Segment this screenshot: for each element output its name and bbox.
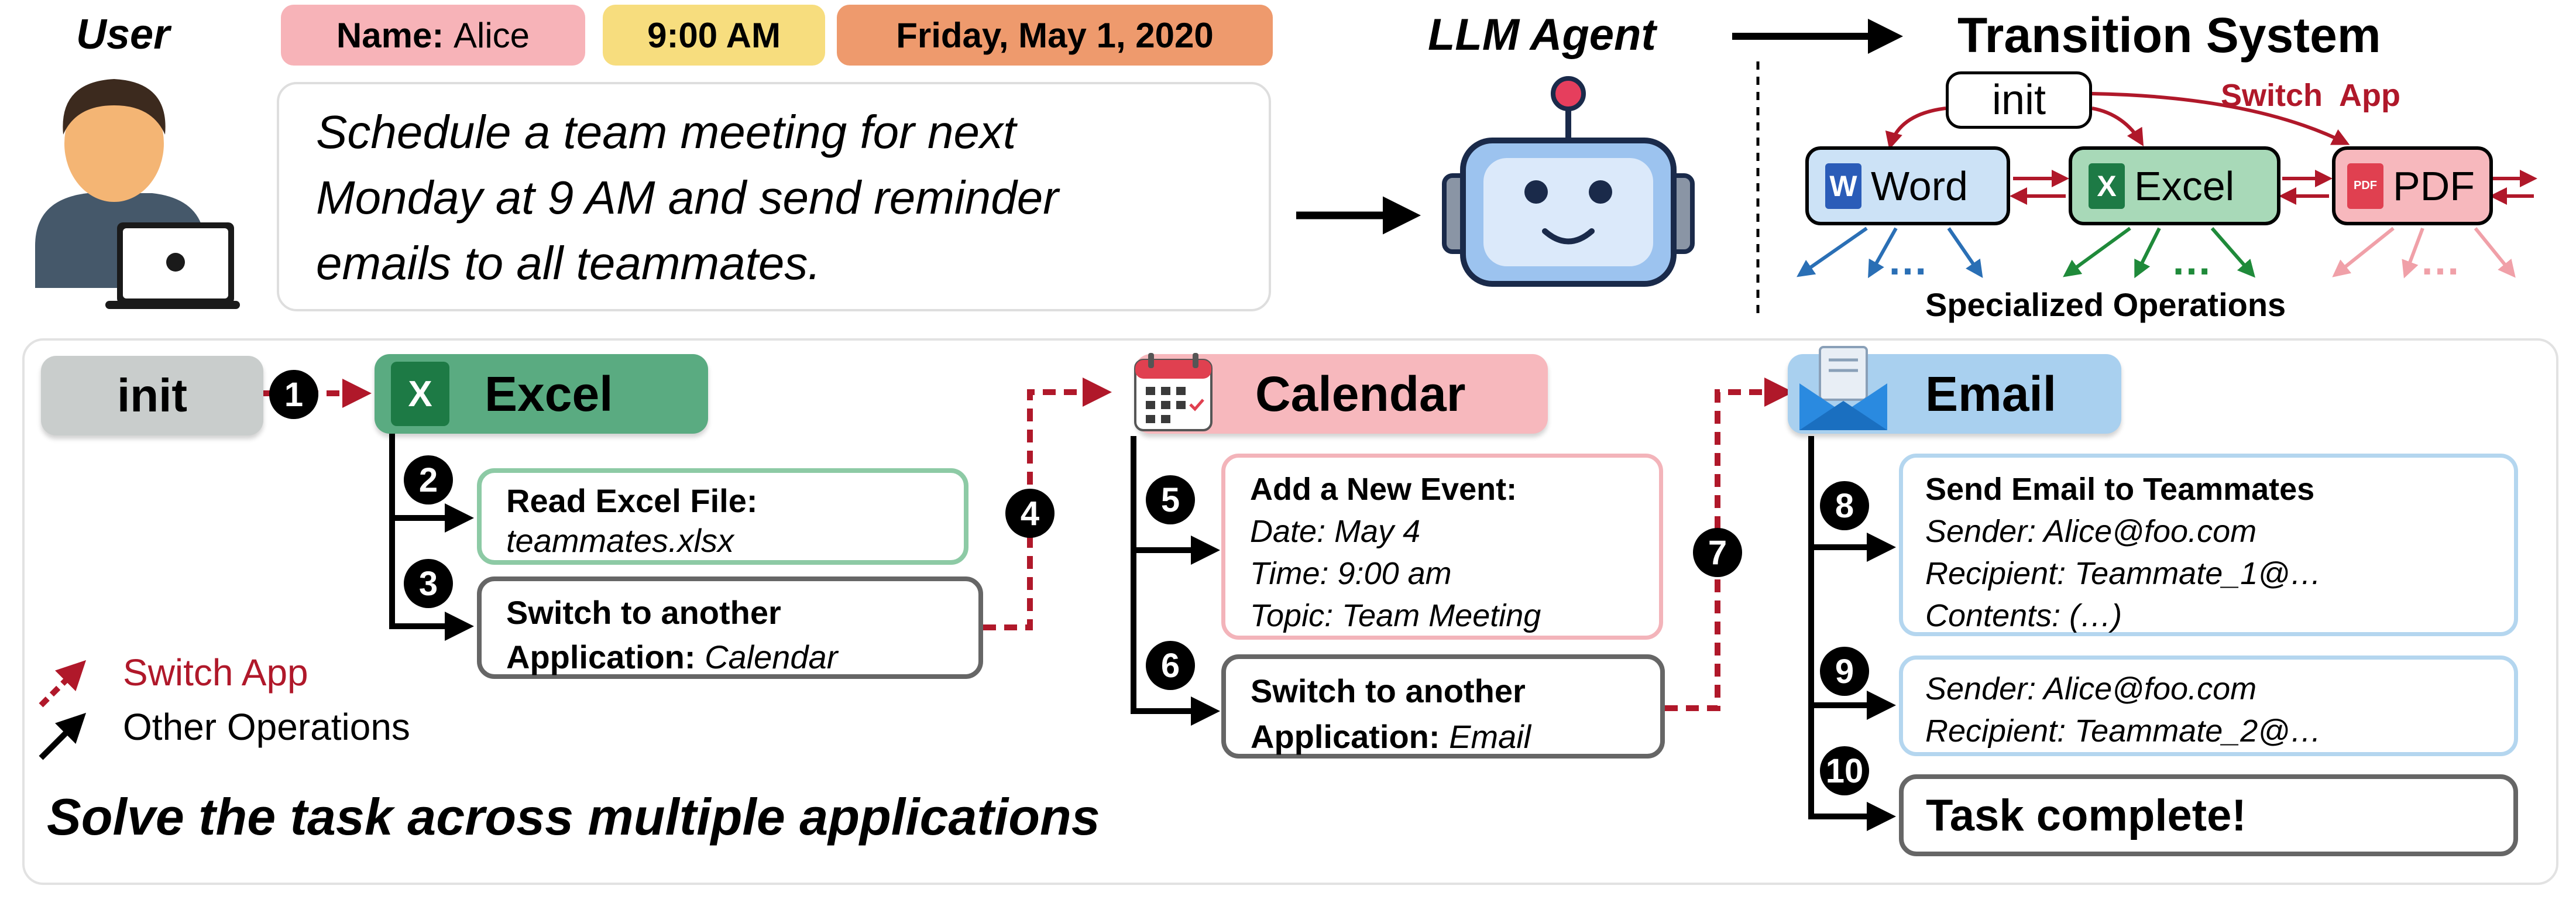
- excel-icon: X: [2089, 163, 2125, 209]
- time-badge: 9:00 AM: [603, 5, 825, 66]
- flow-excel-header: X Excel: [375, 354, 708, 434]
- transition-arrows: [1885, 92, 2537, 205]
- legend-switch-label: Switch App: [123, 651, 308, 694]
- new-event-box: Add a New Event: Date: May 4 Time: 9:00 …: [1221, 454, 1663, 640]
- second-email-recipient: Recipient: Teammate_2@…: [1925, 713, 2322, 749]
- send-email-title: Send Email to Teammates: [1925, 472, 2315, 507]
- read-excel-file: teammates.xlsx: [506, 522, 734, 559]
- user-label: User: [76, 11, 170, 58]
- excel-ops-ellipsis: …: [2171, 238, 2212, 283]
- switch-email-line1: Switch to another: [1251, 672, 1526, 709]
- step-2-badge: 2: [404, 455, 453, 505]
- step-5-badge: 5: [1146, 475, 1195, 524]
- switch-calendar-key: Application:: [506, 639, 696, 675]
- switch-calendar-value: Calendar: [705, 639, 838, 675]
- step-1-badge: 1: [269, 370, 318, 419]
- flow-calendar-label: Calendar: [1255, 366, 1466, 421]
- send-email-recipient: Recipient: Teammate_1@…: [1925, 556, 2322, 591]
- pdf-ops-arrows: [2332, 227, 2516, 279]
- task-line: Schedule a team meeting for next: [316, 106, 1016, 158]
- specialized-ops-caption: Specialized Operations: [1925, 286, 2286, 323]
- calendar-icon: [1129, 348, 1217, 436]
- step-10-badge: 10: [1820, 746, 1869, 795]
- read-excel-title: Read Excel File:: [506, 482, 758, 519]
- name-value: Alice: [454, 15, 530, 55]
- flow-init-node: init: [41, 356, 263, 435]
- calendar-branch: [1131, 436, 1220, 726]
- flow-email-header: Email: [1788, 346, 2121, 434]
- word-icon: W: [1825, 163, 1861, 209]
- read-excel-box: Read Excel File: teammates.xlsx: [477, 468, 968, 565]
- task-line: emails to all teammates.: [316, 237, 821, 289]
- ts-init-node: init: [1946, 71, 2092, 129]
- ts-excel-label: Excel: [2134, 163, 2235, 209]
- second-email-sender: Sender: Alice@foo.com: [1925, 671, 2257, 706]
- send-email-sender: Sender: Alice@foo.com: [1925, 514, 2257, 549]
- task-text: Schedule a team meeting for next Monday …: [316, 99, 1059, 296]
- ts-excel-node: X Excel: [2069, 146, 2280, 225]
- legend-other-label: Other Operations: [123, 706, 410, 748]
- name-badge: Name: Alice: [281, 5, 585, 66]
- ts-word-node: W Word: [1805, 146, 2010, 225]
- legend-other-arrow: [39, 712, 87, 760]
- excel-branch: [389, 433, 474, 641]
- name-key: Name:: [336, 15, 444, 55]
- step-3-badge: 3: [404, 559, 453, 608]
- agent-label: LLM Agent: [1428, 10, 1656, 60]
- ts-switch-app-label: Switch App: [2221, 78, 2400, 113]
- send-email-contents: Contents: (…): [1925, 598, 2122, 633]
- switch-calendar-box: Switch to another Application: Calendar: [477, 576, 983, 679]
- step-4-badge: 4: [1005, 489, 1055, 538]
- word-ops-ellipsis: …: [1887, 238, 1928, 283]
- email-icon: [1788, 342, 1899, 436]
- switch-email-key: Application:: [1251, 718, 1440, 755]
- switch-email-value: Email: [1449, 718, 1531, 755]
- task-complete-box: Task complete!: [1899, 774, 2518, 856]
- pdf-icon: PDF: [2347, 163, 2383, 209]
- excel-ops-arrows: [2063, 227, 2255, 279]
- date-badge: Friday, May 1, 2020: [837, 5, 1273, 66]
- word-ops-arrows: [1797, 227, 1983, 279]
- switch-email-box: Switch to another Application: Email: [1221, 654, 1665, 759]
- step-7-badge: 7: [1693, 528, 1742, 577]
- step-9-badge: 9: [1820, 647, 1869, 696]
- footer-caption: Solve the task across multiple applicati…: [47, 788, 1100, 846]
- task-line: Monday at 9 AM and send reminder: [316, 171, 1059, 224]
- task-bubble: [277, 82, 1271, 311]
- excel-icon: X: [391, 362, 449, 426]
- legend-switch-arrow: [39, 660, 87, 708]
- flow-email-label: Email: [1925, 366, 2057, 421]
- user-icon: [35, 79, 240, 309]
- flow-calendar-header: Calendar: [1134, 353, 1548, 434]
- robot-icon: [1442, 76, 1695, 287]
- email-branch: [1808, 436, 1896, 831]
- new-event-title: Add a New Event:: [1250, 472, 1517, 507]
- new-event-topic: Topic: Team Meeting: [1250, 598, 1541, 633]
- step-6-badge: 6: [1146, 641, 1195, 690]
- second-email-box: Sender: Alice@foo.com Recipient: Teammat…: [1899, 656, 2518, 756]
- switch-calendar-line1: Switch to another: [506, 594, 781, 631]
- step-8-badge: 8: [1820, 481, 1869, 530]
- transition-title: Transition System: [1957, 8, 2381, 63]
- switch-to-calendar-arrow: [983, 378, 1112, 630]
- pdf-ops-ellipsis: …: [2420, 238, 2461, 283]
- new-event-date: Date: May 4: [1250, 514, 1421, 549]
- ts-word-label: Word: [1871, 163, 1968, 209]
- new-event-time: Time: 9:00 am: [1250, 556, 1452, 591]
- send-email-box: Send Email to Teammates Sender: Alice@fo…: [1899, 454, 2518, 636]
- ts-pdf-label: PDF: [2393, 163, 2475, 209]
- flow-excel-label: Excel: [485, 366, 613, 421]
- ts-pdf-node: PDF PDF: [2332, 146, 2493, 225]
